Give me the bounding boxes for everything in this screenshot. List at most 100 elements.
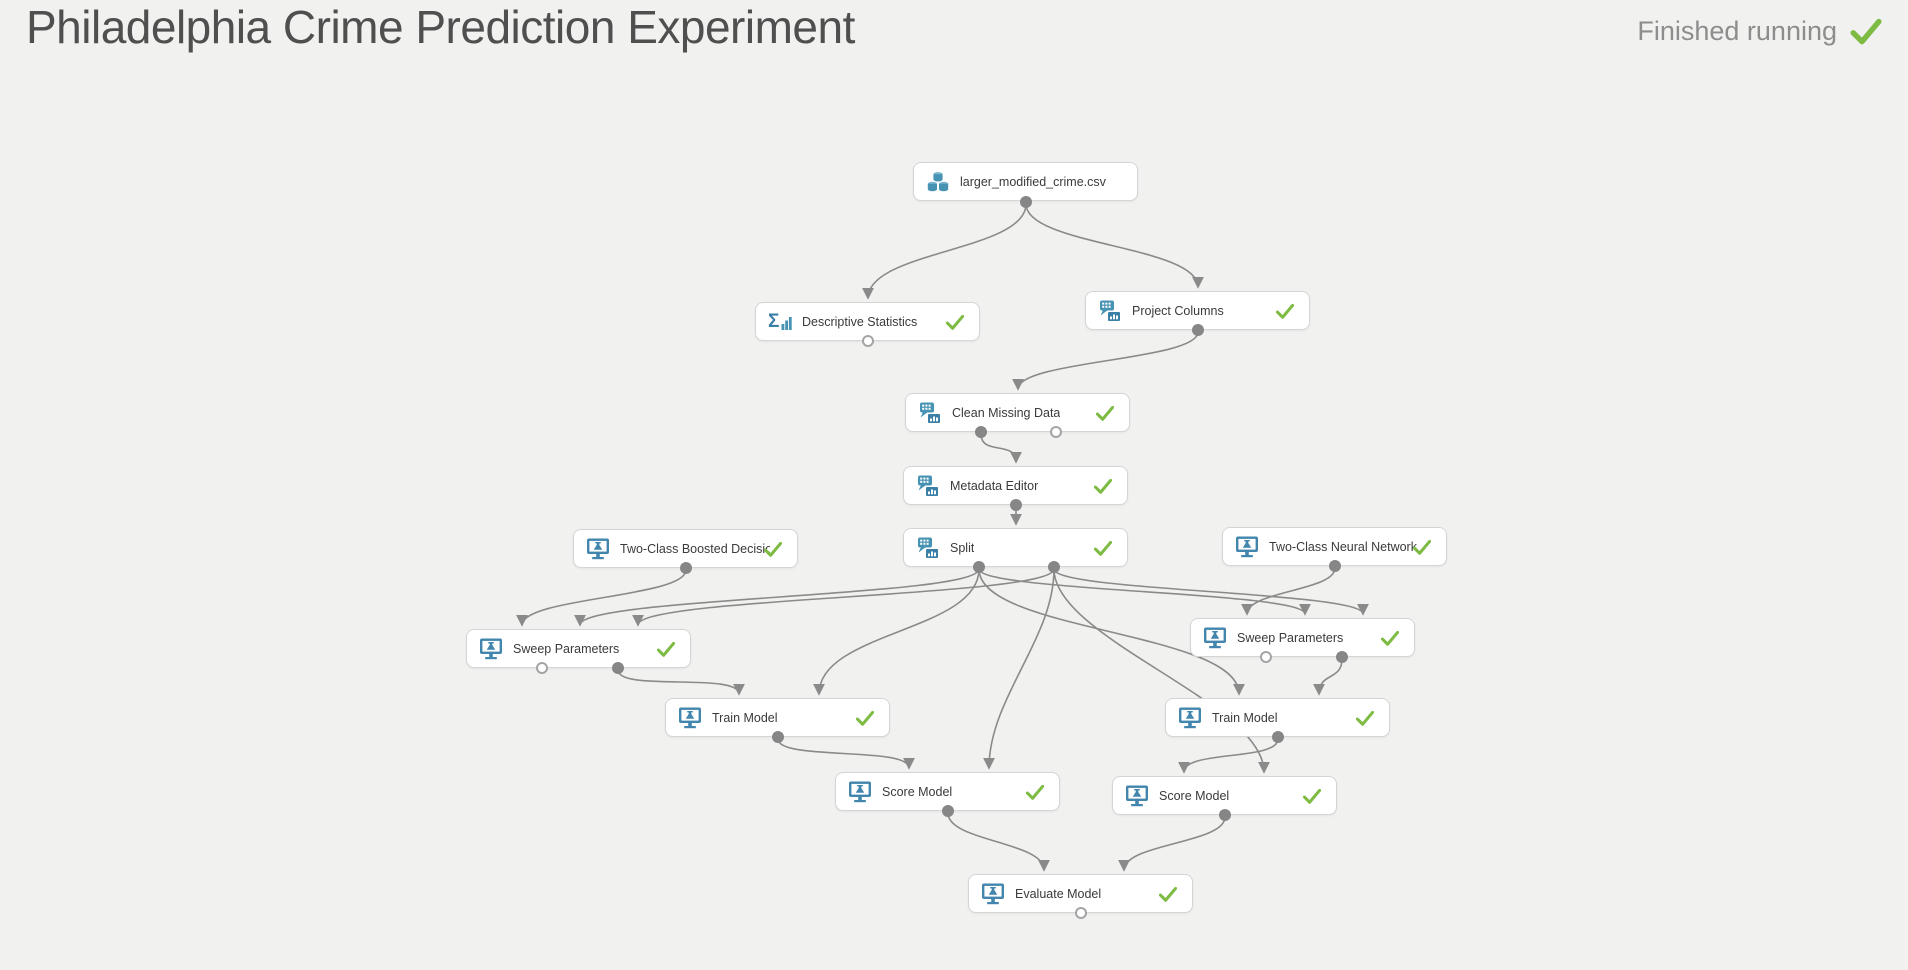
- output-port[interactable]: [973, 561, 985, 573]
- success-check-icon: [1093, 540, 1113, 556]
- node-label: Train Model: [712, 710, 778, 725]
- node-label: Train Model: [1212, 710, 1278, 725]
- output-port[interactable]: [772, 731, 784, 743]
- success-check-icon: [1275, 303, 1295, 319]
- experiment-title: Philadelphia Crime Prediction Experiment: [26, 1, 855, 53]
- connection-edge[interactable]: [1025, 203, 1204, 289]
- connection-edge[interactable]: [1313, 658, 1343, 696]
- ml-icon: [981, 882, 1005, 906]
- node-train-model-right[interactable]: Train Model: [1165, 698, 1390, 737]
- connection-edge[interactable]: [777, 738, 915, 770]
- success-check-icon: [1095, 405, 1115, 421]
- ml-icon: [1125, 784, 1149, 808]
- success-check-icon: [1302, 788, 1322, 804]
- transform-icon: [916, 474, 940, 498]
- node-label: Split: [950, 540, 975, 555]
- ml-icon: [1178, 706, 1202, 730]
- connection-edge[interactable]: [516, 569, 687, 627]
- output-port[interactable]: [1336, 651, 1348, 663]
- node-metadata-editor[interactable]: Metadata Editor: [903, 466, 1128, 505]
- ml-icon: [586, 537, 610, 561]
- ml-icon: [479, 637, 503, 661]
- run-status-label: Finished running: [1637, 16, 1837, 46]
- node-label: Clean Missing Data: [952, 405, 1061, 420]
- connection-edge[interactable]: [947, 812, 1050, 872]
- connection-edge[interactable]: [1118, 816, 1226, 872]
- success-check-icon: [855, 710, 875, 726]
- connection-edge[interactable]: [813, 568, 980, 696]
- transform-icon: [916, 536, 940, 560]
- success-check-icon: [656, 641, 676, 657]
- ml-icon: [1235, 535, 1259, 559]
- node-train-model-left[interactable]: Train Model: [665, 698, 890, 737]
- connection-edge[interactable]: [617, 669, 745, 696]
- connection-edge[interactable]: [1053, 568, 1270, 774]
- ml-icon: [678, 706, 702, 730]
- node-label: Descriptive Statistics: [802, 314, 918, 329]
- connection-edge[interactable]: [1053, 568, 1369, 616]
- node-label: Two-Class Boosted Decision...: [620, 541, 770, 556]
- connection-edge[interactable]: [980, 433, 1022, 464]
- node-two-class-boosted-decision[interactable]: Two-Class Boosted Decision...: [573, 529, 798, 568]
- svg-text:Σ: Σ: [768, 311, 779, 332]
- node-label: Two-Class Neural Network: [1269, 539, 1417, 554]
- success-check-icon: [945, 314, 965, 330]
- node-label: larger_modified_crime.csv: [960, 174, 1106, 189]
- output-port[interactable]: [1192, 324, 1204, 336]
- node-label: Evaluate Model: [1015, 886, 1102, 901]
- connection-edge[interactable]: [1012, 331, 1199, 391]
- check-icon: [1850, 18, 1882, 44]
- output-port[interactable]: [536, 662, 548, 674]
- node-two-class-neural-network[interactable]: Two-Class Neural Network: [1222, 527, 1447, 566]
- connection-edge[interactable]: [978, 568, 1311, 616]
- connection-edge[interactable]: [574, 568, 980, 627]
- connection-edge[interactable]: [862, 203, 1027, 300]
- output-port[interactable]: [680, 562, 692, 574]
- node-sweep-parameters-right[interactable]: Sweep Parameters: [1190, 618, 1415, 657]
- output-port[interactable]: [1020, 196, 1032, 208]
- output-port[interactable]: [1329, 560, 1341, 572]
- node-sweep-parameters-left[interactable]: Sweep Parameters: [466, 629, 691, 668]
- node-project-columns[interactable]: Project Columns: [1085, 291, 1310, 330]
- output-port[interactable]: [1075, 907, 1087, 919]
- connection-edge[interactable]: [1241, 567, 1336, 616]
- success-check-icon: [1355, 710, 1375, 726]
- node-evaluate-model[interactable]: Evaluate Model: [968, 874, 1193, 913]
- node-score-model-left[interactable]: Score Model: [835, 772, 1060, 811]
- node-clean-missing-data[interactable]: Clean Missing Data: [905, 393, 1130, 432]
- stats-icon: Σ: [768, 310, 792, 334]
- output-port[interactable]: [1219, 809, 1231, 821]
- experiment-header: Philadelphia Crime Prediction Experiment…: [0, 0, 1908, 70]
- success-check-icon: [1412, 539, 1432, 555]
- node-dataset[interactable]: larger_modified_crime.csv: [913, 162, 1138, 201]
- output-port[interactable]: [862, 335, 874, 347]
- node-label: Project Columns: [1132, 303, 1224, 318]
- dataset-icon: [926, 170, 950, 194]
- node-label: Score Model: [882, 784, 953, 799]
- connection-edge[interactable]: [1178, 738, 1279, 774]
- output-port[interactable]: [1050, 426, 1062, 438]
- output-port[interactable]: [942, 805, 954, 817]
- output-port[interactable]: [1272, 731, 1284, 743]
- connection-edge[interactable]: [983, 568, 1055, 770]
- output-port[interactable]: [1260, 651, 1272, 663]
- ml-icon: [848, 780, 872, 804]
- connection-edge[interactable]: [978, 568, 1245, 696]
- success-check-icon: [1025, 784, 1045, 800]
- node-label: Metadata Editor: [950, 478, 1039, 493]
- transform-icon: [918, 401, 942, 425]
- output-port[interactable]: [612, 662, 624, 674]
- output-port[interactable]: [1048, 561, 1060, 573]
- success-check-icon: [1158, 886, 1178, 902]
- output-port[interactable]: [1010, 499, 1022, 511]
- run-status: Finished running: [1637, 16, 1882, 47]
- success-check-icon: [1380, 630, 1400, 646]
- success-check-icon: [1093, 478, 1113, 494]
- connection-edge[interactable]: [632, 568, 1055, 627]
- node-split[interactable]: Split: [903, 528, 1128, 567]
- ml-icon: [1203, 626, 1227, 650]
- output-port[interactable]: [975, 426, 987, 438]
- node-label: Score Model: [1159, 788, 1230, 803]
